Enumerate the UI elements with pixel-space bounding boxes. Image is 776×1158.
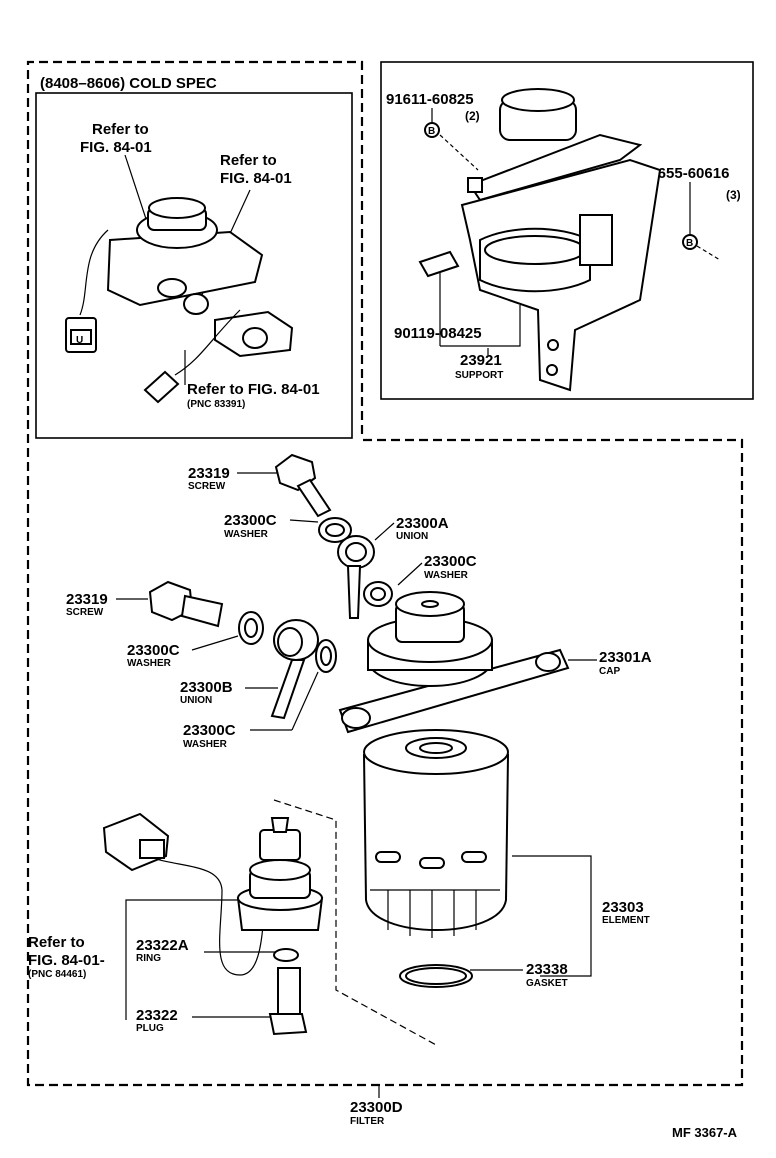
frames (26, 60, 754, 1087)
bolt2-mark-b: B (682, 234, 698, 250)
part-label-washer-4: 23300C WASHER (183, 671, 319, 750)
svg-text:SCREW: SCREW (66, 607, 104, 618)
svg-text:WASHER: WASHER (224, 529, 269, 540)
support-frame (380, 61, 754, 400)
svg-text:B: B (428, 126, 435, 137)
part-label-element: 23303 ELEMENT (512, 855, 650, 977)
part-label-union-b: 23300B UNION (180, 679, 278, 706)
svg-text:23319: 23319 (188, 465, 230, 482)
svg-text:23338: 23338 (526, 961, 568, 978)
svg-text:23300C: 23300C (224, 512, 277, 529)
svg-text:23303: 23303 (602, 899, 644, 916)
cold-ref3: Refer to FIG. 84-01 (187, 381, 320, 398)
support-name: SUPPORT (455, 370, 503, 381)
part-label-screw-1: 23319 SCREW (188, 465, 288, 492)
bolt1-mark-b: B (424, 122, 440, 138)
bolt3-number: 90119-08425 (394, 325, 482, 342)
svg-text:23322A: 23322A (136, 937, 189, 954)
washer-upper-drawing (318, 517, 352, 543)
assembly-name: FILTER (350, 1116, 385, 1127)
part-label-union-a: 23300A UNION (374, 515, 449, 542)
svg-text:GASKET: GASKET (526, 978, 568, 989)
figure-code: MF 3367-A (672, 1125, 738, 1140)
svg-text:23319: 23319 (66, 591, 108, 608)
part-label-washer-2: 23300C WASHER (397, 553, 477, 586)
svg-text:23300C: 23300C (424, 553, 477, 570)
part-label-ring: 23322A RING (136, 937, 276, 964)
svg-text:SCREW: SCREW (188, 481, 226, 492)
screw-upper-drawing (274, 453, 332, 518)
svg-text:23300C: 23300C (127, 642, 180, 659)
part-label-washer-3: 23300C WASHER (127, 635, 239, 669)
svg-text:23300A: 23300A (396, 515, 449, 532)
cold-ref1-line2: FIG. 84-01 (80, 139, 152, 156)
assembly-number: 23300D (350, 1099, 403, 1116)
washer-right-drawing (315, 639, 337, 673)
svg-text:WASHER: WASHER (127, 658, 172, 669)
svg-text:FIG. 84-01-: FIG. 84-01- (28, 952, 105, 969)
svg-text:23301A: 23301A (599, 649, 652, 666)
support-bracket-drawing (418, 88, 721, 392)
svg-text:CAP: CAP (599, 666, 620, 677)
svg-text:PLUG: PLUG (136, 1023, 164, 1034)
bolt1-number: 91611-60825 (386, 91, 474, 108)
part-label-plug: 23322 PLUG (136, 1007, 272, 1034)
support-number: 23921 (460, 352, 502, 369)
cold-spec-filter-head-drawing: U (65, 154, 294, 404)
svg-text:B: B (686, 238, 693, 249)
part-label-screw-2: 23319 SCREW (66, 591, 148, 618)
cold-ref2-line2: FIG. 84-01 (220, 170, 292, 187)
svg-text:23300B: 23300B (180, 679, 233, 696)
svg-text:RING: RING (136, 953, 161, 964)
svg-text:(PNC 84461): (PNC 84461) (28, 969, 86, 980)
cold-ref1-line1: Refer to (92, 121, 149, 138)
element-drawing (362, 729, 510, 938)
svg-text:UNION: UNION (396, 531, 428, 542)
svg-text:ELEMENT: ELEMENT (602, 915, 650, 926)
svg-text:23322: 23322 (136, 1007, 178, 1024)
svg-text:WASHER: WASHER (424, 570, 469, 581)
sensor-plug-drawing (102, 812, 324, 1036)
bolt2-number: 91655-60616 (641, 165, 729, 182)
svg-text:23300C: 23300C (183, 722, 236, 739)
washer-left-drawing (238, 611, 264, 645)
cap-drawing (338, 591, 570, 734)
part-label-cap: 23301A CAP (568, 649, 652, 677)
bolt1-qty: (2) (465, 109, 480, 123)
svg-text:Refer to: Refer to (28, 934, 85, 951)
union-b-drawing (270, 619, 319, 720)
screw-lower-drawing (148, 580, 224, 628)
bolt2-qty: (3) (726, 188, 741, 202)
washer-mid-drawing (363, 581, 393, 607)
cold-ref3-pnc: (PNC 83391) (187, 399, 245, 410)
cold-spec-frame (35, 92, 353, 439)
union-a-drawing (337, 535, 375, 619)
cold-spec-title: (8408–8606) COLD SPEC (40, 75, 217, 92)
part-label-gasket: 23338 GASKET (470, 961, 568, 989)
lower-reference: Refer to FIG. 84-01- (PNC 84461) (28, 899, 238, 1020)
svg-text:UNION: UNION (180, 695, 212, 706)
gasket-drawing (399, 964, 473, 988)
svg-text:WASHER: WASHER (183, 739, 228, 750)
svg-text:U: U (76, 335, 83, 346)
part-label-washer-1: 23300C WASHER (224, 512, 319, 540)
cold-ref2-line1: Refer to (220, 152, 277, 169)
